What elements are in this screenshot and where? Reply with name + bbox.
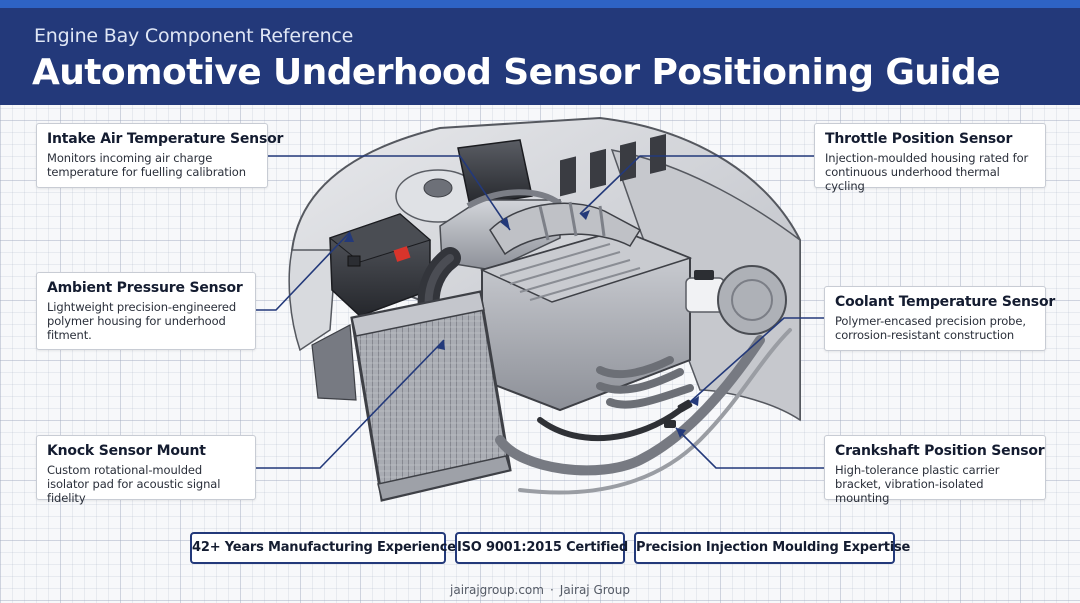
badge-injection-moulding: Precision Injection Moulding Expertise bbox=[634, 532, 910, 564]
arrow-intake-air bbox=[500, 217, 510, 230]
coolant-pipe bbox=[495, 335, 765, 476]
callout-description: Polymer-encased precision probe, corrosi… bbox=[835, 314, 1026, 342]
crankshaft-sensor-marker bbox=[664, 420, 676, 428]
page-subtitle: Engine Bay Component Reference bbox=[34, 25, 354, 47]
strut-tower bbox=[395, 169, 481, 223]
intake-manifold bbox=[489, 201, 642, 256]
callout-description: Monitors incoming air charge temperature… bbox=[47, 151, 246, 179]
callout-description: High-tolerance plastic carrier bracket, … bbox=[835, 463, 1000, 505]
badge-iso-certified: ISO 9001:2015 Certified bbox=[455, 532, 628, 564]
callout-title: Coolant Temperature Sensor bbox=[835, 294, 1056, 310]
callout-title: Knock Sensor Mount bbox=[47, 443, 206, 459]
header-banner: Engine Bay Component Reference Automotiv… bbox=[0, 8, 1080, 105]
callout-title: Ambient Pressure Sensor bbox=[47, 280, 243, 296]
callout-description: Injection-moulded housing rated for cont… bbox=[825, 151, 1029, 193]
leader-crankshaft bbox=[675, 427, 824, 469]
footer: jairajgroup.com · Jairaj Group bbox=[0, 583, 1080, 597]
callout-throttle-position-sensor: Throttle Position Sensor Injection-mould… bbox=[814, 123, 1046, 193]
callout-knock-sensor-mount: Knock Sensor Mount Custom rotational-mou… bbox=[36, 435, 256, 505]
callout-crankshaft-position-sensor: Crankshaft Position Sensor High-toleranc… bbox=[824, 435, 1046, 505]
brake-booster bbox=[717, 265, 787, 335]
callout-ambient-pressure-sensor: Ambient Pressure Sensor Lightweight prec… bbox=[36, 272, 256, 350]
arrow-knock-sensor bbox=[436, 340, 445, 350]
callout-intake-air-temperature-sensor: Intake Air Temperature Sensor Monitors i… bbox=[36, 123, 284, 188]
arrow-throttle-position bbox=[580, 210, 590, 220]
coolant-reservoir bbox=[685, 270, 725, 313]
callout-title: Throttle Position Sensor bbox=[825, 131, 1013, 147]
arrow-crankshaft bbox=[676, 428, 686, 438]
arrow-coolant-temp bbox=[690, 396, 699, 406]
engine-block bbox=[479, 133, 694, 412]
top-accent-strip bbox=[0, 0, 1080, 8]
callout-title: Crankshaft Position Sensor bbox=[835, 443, 1045, 459]
callout-coolant-temperature-sensor: Coolant Temperature Sensor Polymer-encas… bbox=[824, 286, 1056, 351]
engine-bay-illustration bbox=[288, 116, 801, 502]
radiator bbox=[350, 290, 512, 502]
leader-ambient-pressure bbox=[256, 231, 351, 311]
leader-throttle-position bbox=[579, 155, 814, 215]
coolant-sensor-marker bbox=[677, 399, 693, 413]
leader-intake-air bbox=[268, 155, 511, 231]
leader-knock-sensor bbox=[256, 339, 445, 469]
battery bbox=[328, 213, 432, 317]
arrow-ambient-pressure bbox=[344, 232, 354, 242]
footer-separator: · bbox=[549, 583, 554, 597]
footer-site-link[interactable]: jairajgroup.com bbox=[450, 583, 544, 597]
page-title: Automotive Underhood Sensor Positioning … bbox=[32, 52, 1001, 93]
callout-description: Custom rotational-moulded isolator pad f… bbox=[47, 463, 221, 505]
footer-company: Jairaj Group bbox=[559, 583, 630, 597]
leader-coolant-temp bbox=[689, 317, 824, 403]
battery-terminal-red bbox=[393, 246, 411, 262]
callout-description: Lightweight precision-engineered polymer… bbox=[47, 300, 237, 342]
badge-manufacturing-experience: 42+ Years Manufacturing Experience bbox=[190, 532, 456, 564]
callout-title: Intake Air Temperature Sensor bbox=[47, 131, 284, 147]
